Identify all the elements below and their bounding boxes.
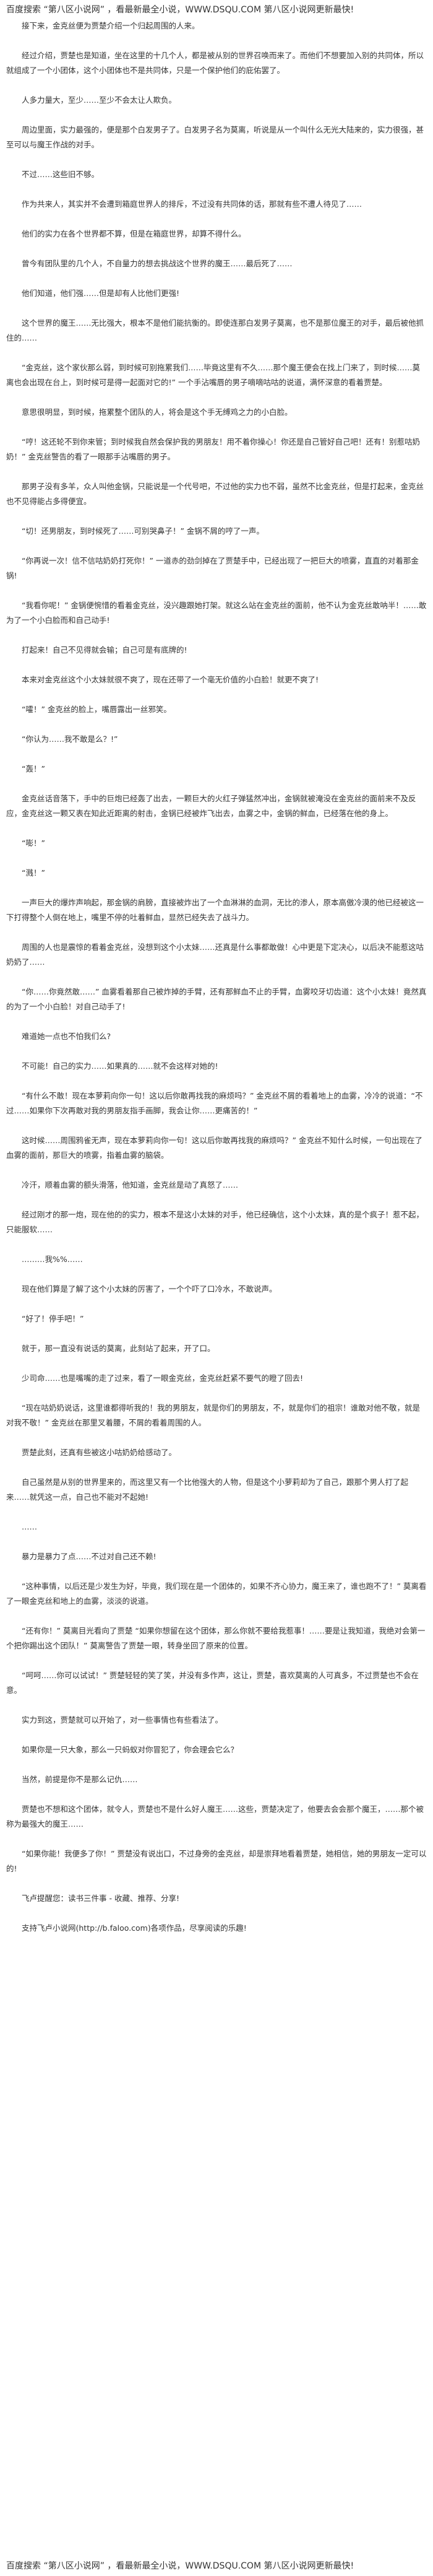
paragraph: 这个世界的魔王……无比强大，根本不是他们能抗衡的。即使连那白发男子莫离，也不是那… (6, 318, 424, 342)
paragraph: “切！还男朋友，到时候死了……可别哭鼻子！” 金锅不屑的哼了一声。 (22, 526, 264, 536)
paragraph: 当然，前提是你不是那么记仇…… (22, 1775, 138, 1784)
paragraph: …… (22, 1522, 37, 1531)
paragraph: “我看你呢！” 金锅便惋惜的看着金克丝，没兴趣跟她打架。就这么站在金克丝的面前，… (6, 601, 427, 625)
paragraph: 自己虽然是从别的世界里来的，而这里又有一个比他强大的人物，但是这个小萝莉却为了自… (6, 1477, 409, 1502)
paragraph: “嚯！” 金克丝的脸上，嘴唇露出一丝邪笑。 (22, 705, 171, 714)
paragraph: 不可能！自己的实力……如果真的……就不会这样对她的! (22, 1061, 218, 1071)
paragraph: “你再说一次！信不信咕奶奶打死你！” 一道赤的劲剑掉在了贾楚手中，已经出现了一把… (6, 556, 419, 580)
paragraph: 他们的实力在各个世界都不算，但是在箱庭世界，却算不得什么。 (22, 229, 246, 238)
paragraph: 如果你是一只大象，那么一只蚂蚁对你冒犯了，你会理会它么？ (22, 1745, 239, 1754)
paragraph: 不过……这些旧不够。 (22, 170, 100, 179)
paragraph: “溅！” (22, 868, 45, 877)
paragraph: 支持飞卢小说网(http://b.faloo.com)各项作品，尽享阅读的乐趣! (22, 1923, 247, 1933)
paragraph: “金克丝，这个家伙那么弱，到时候可别拖累我们……毕竟这里有不久……那个魔王便会在… (6, 363, 420, 387)
paragraph: 接下来，金克丝便为贾楚介绍一个归起周围的人来。 (22, 21, 200, 30)
paragraph: “有什么不敢！现在本萝莉向你一句！这以后你敢再找我的麻烦吗？” 金克丝不屑的看着… (6, 1091, 423, 1115)
paragraph: “呵呵……你可以试试！” 贾楚轻轻的笑了笑，并没有多作声，这让，贾楚，喜欢莫离的… (6, 1671, 419, 1695)
chapter-text: 接下来，金克丝便为贾楚介绍一个归起周围的人来。经过介绍，贾楚也是知道，坐在这里的… (6, 19, 427, 2557)
paragraph: 经过刚才的那一炮，现在他的的实力，根本不是这小太妹的对手，他已经确信，这个小太妹… (6, 1210, 424, 1234)
paragraph: 那男子没有多羊，众人叫他金锅，只能说是一个代号吧，不过他的实力也不弱，虽然不比金… (6, 482, 424, 506)
paragraph: 打起来！自己不见得就会输；自己可是有底牌的! (22, 645, 187, 655)
paragraph: 周边里面，实力最强的，便是那个白发男子了。白发男子名为莫离，听说是从一个叫什么无… (6, 125, 424, 149)
paragraph: 贾楚此刻，还真有些被这小咕奶奶给感动了。 (22, 1448, 177, 1457)
paragraph: “嘭！” (22, 838, 45, 848)
paragraph: “你……你竟然敢……” 血雾看着那自己被炸掉的手臂，还有那鲜血不止的手臂，血雾咬… (6, 987, 427, 1011)
paragraph: “这种事情，以后还是少发生为好，毕竟，我们现在是一个团体的，如果不齐心协力，魔王… (6, 1582, 427, 1606)
top-banner: 百度搜索 “第八区小说网” ，看最新最全小说，WWW.DSQU.COM 第八区小… (6, 5, 354, 15)
paragraph: “轰！” (22, 764, 45, 773)
paragraph: 意思很明显，到时候，拖累整个团队的人，将会是这个手无缚鸡之力的小白脸。 (22, 407, 293, 417)
paragraph: 作为共来人，其实并不会遭到箱庭世界人的排斥，不过没有共同体的话，那就有些不遭人待… (22, 199, 362, 209)
paragraph: 飞卢提醒您：读书三件事 - 收藏、推荐、分享! (22, 1894, 179, 1903)
bottom-banner: 百度搜索 “第八区小说网” ，看最新最全小说，WWW.DSQU.COM 第八区小… (6, 2561, 354, 2571)
paragraph: “如果你能！我便多了你！” 贾楚没有说出口，不过身旁的金克丝，却是崇拜地看着贾楚… (6, 1849, 427, 1873)
paragraph: 现在他们算是了解了这个小太妹的厉害了，一个个吓了口冷水，不敢说声。 (22, 1284, 277, 1294)
paragraph: 这时候……周围鸦雀无声，现在本萝莉向你一句！这以后你敢再找我的麻烦吗？” 金克丝… (6, 1136, 422, 1160)
paragraph: 暴力是暴力了点……不过对自己还不赖! (22, 1552, 156, 1561)
paragraph: 少司命……也是嘴嘴的走了过来，看了一眼金克丝，金克丝赶紧不要气的瞪了回去! (22, 1373, 304, 1383)
paragraph: “还有你！” 莫离目光看向了贾楚 “如果你想留在这个团体，那么你就不要给我惹事！… (6, 1626, 426, 1650)
paragraph: 就于，那一直没有说话的莫离，此刻站了起来，开了口。 (22, 1344, 215, 1353)
paragraph: “现在咕奶奶说话，这里谁都得听我的！我的男朋友，就是你们的男朋友，不，就是你们的… (6, 1403, 420, 1427)
paragraph: “哼！这还轮不到你来管；到时候我自然会保护我的男朋友！用不着你操心！你还是自己管… (6, 437, 420, 461)
paragraph: 曾今有团队里的几个人，不自量力的想去挑战这个世界的魔王……最后死了…… (22, 259, 293, 268)
paragraph: 冷汗，顺着血雾的额头滑落，他知道，金克丝是动了真怒了…… (22, 1180, 239, 1190)
paragraph: 难道她一点也不怕我们么? (22, 1032, 111, 1041)
paragraph: 人多力量大，至少……至少不会太让人欺负。 (22, 95, 177, 105)
paragraph: 实力到这，贾楚就可以开始了，对一些事情也有些看法了。 (22, 1715, 223, 1725)
paragraph: “你认为……我不敢是么？!” (22, 734, 118, 744)
paragraph: 经过介绍，贾楚也是知道，坐在这里的十几个人，都是被从别的世界召唤而来了。而他们不… (6, 51, 424, 75)
paragraph: 一声巨大的爆炸声响起，那金锅的肩膀，直接被炸出了一个血淋淋的血洞，无比的渗人，原… (6, 898, 424, 922)
paragraph: “好了！停手吧！” (22, 1314, 84, 1323)
paragraph: 本来对金克丝这个小太妹就很不爽了，现在还带了一个毫无价值的小白脸！就更不爽了! (22, 675, 319, 684)
paragraph: 金克丝话音落下，手中的巨炮已经轰了出去，一颗巨大的火红子弹猛然冲出，金锅就被淹没… (6, 794, 416, 818)
paragraph: 周围的人也是震惊的看着金克丝，没想到这个小太妹……还真是什么事都敢做！心中更是下… (6, 942, 424, 967)
paragraph: ………我%%…… (22, 1255, 83, 1264)
paragraph: 他们知道，他们强……但是却有人比他们更强! (22, 289, 180, 298)
paragraph: 贾楚也不想和这个团体，就令人，贾楚也不是什么好人魔王……这些，贾楚决定了，他要去… (6, 1804, 424, 1829)
